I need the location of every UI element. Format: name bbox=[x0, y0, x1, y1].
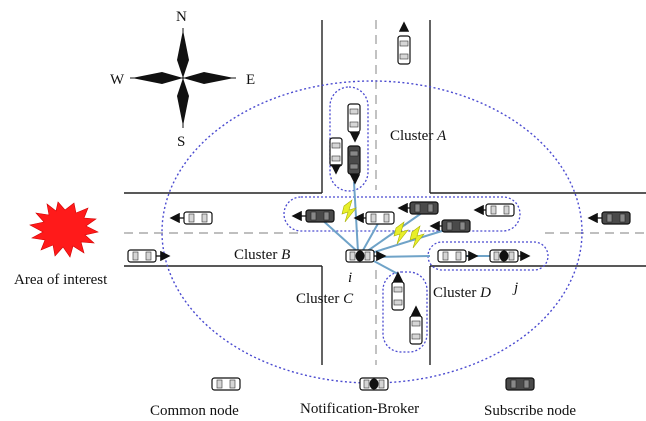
compass-south-label: S bbox=[177, 134, 185, 150]
legend-subscribe-node-icon bbox=[505, 377, 535, 391]
legend-broker-node-icon bbox=[359, 377, 389, 391]
common-node-car bbox=[183, 211, 213, 225]
cluster-a-outline bbox=[329, 86, 369, 192]
legend-common-node-icon bbox=[211, 377, 241, 391]
node-i-label: i bbox=[348, 270, 352, 286]
cluster-b-label: Cluster B bbox=[234, 247, 290, 263]
legend: Common node Notification-Broker Subscrib… bbox=[150, 377, 576, 419]
signal-bolt-icon bbox=[409, 225, 425, 249]
subscribe-node-car bbox=[347, 145, 361, 175]
common-node-car bbox=[329, 137, 343, 167]
common-node-car bbox=[391, 281, 405, 311]
cluster-a-label: Cluster A bbox=[390, 128, 447, 144]
subscribe-node-car bbox=[409, 201, 439, 215]
area-of-interest-icon bbox=[29, 201, 99, 258]
common-node-car bbox=[409, 315, 423, 345]
cluster-c-label: Cluster C bbox=[296, 291, 354, 307]
common-node-car bbox=[365, 211, 395, 225]
legend-common-node-label: Common node bbox=[150, 403, 239, 419]
common-node-car bbox=[127, 249, 157, 263]
legend-broker-label: Notification-Broker bbox=[300, 401, 419, 417]
cluster-d-label: Cluster D bbox=[433, 285, 491, 301]
broker-node-i bbox=[345, 249, 375, 263]
legend-subscribe-node-label: Subscribe node bbox=[484, 403, 576, 419]
common-node-car bbox=[397, 35, 411, 65]
communication-range-circle bbox=[161, 80, 583, 384]
compass-icon: N S W E bbox=[110, 9, 255, 150]
signal-bolt-icon bbox=[393, 221, 409, 245]
area-of-interest-label: Area of interest bbox=[14, 272, 108, 288]
subscribe-node-car bbox=[305, 209, 335, 223]
common-node-car bbox=[485, 203, 515, 217]
compass-west-label: W bbox=[110, 72, 125, 88]
cluster-b-outline bbox=[283, 196, 521, 232]
cluster-c-outline bbox=[382, 271, 428, 353]
subscribe-node-car bbox=[601, 211, 631, 225]
signal-bolt-icon bbox=[341, 199, 357, 223]
subscribe-node-car bbox=[441, 219, 471, 233]
common-node-car bbox=[347, 103, 361, 133]
common-node-car bbox=[437, 249, 467, 263]
compass-east-label: E bbox=[246, 72, 255, 88]
broker-node-j bbox=[489, 249, 519, 263]
node-j-label: j bbox=[512, 280, 518, 296]
compass-north-label: N bbox=[176, 9, 187, 25]
road-network bbox=[124, 20, 646, 365]
